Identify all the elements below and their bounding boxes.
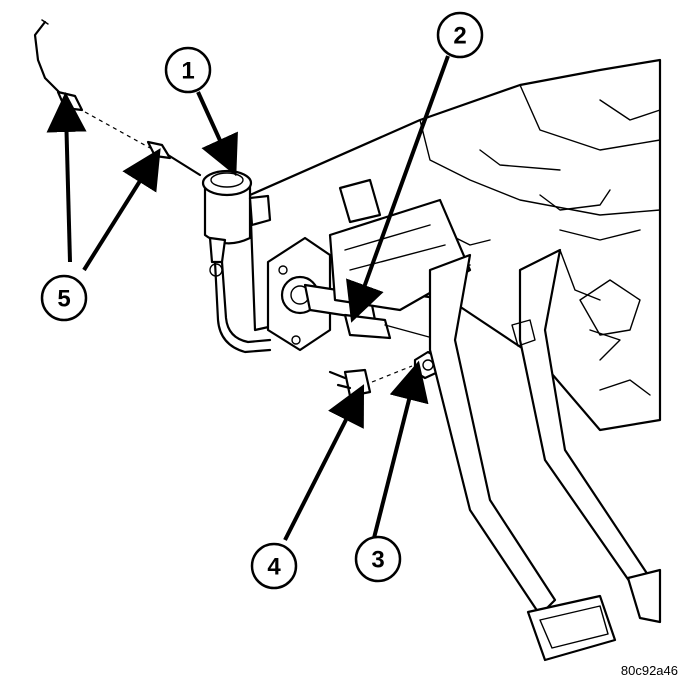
fluid-reservoir [201, 169, 272, 354]
pedal-position-switch-wiring [33, 19, 202, 177]
callout-5: 5 [40, 274, 88, 322]
callout-4: 4 [250, 542, 298, 590]
callout-1-number: 1 [181, 58, 194, 85]
leader-lines [46, 55, 450, 541]
callout-2: 2 [436, 11, 484, 59]
callout-1: 1 [164, 46, 212, 94]
callout-3: 3 [354, 535, 402, 583]
brake-pedal [511, 248, 662, 624]
callout-3-number: 3 [371, 547, 384, 574]
callout-4-number: 4 [267, 554, 281, 581]
callout-2-number: 2 [453, 23, 466, 50]
retaining-clip [328, 368, 372, 398]
callout-5-number: 5 [57, 286, 70, 313]
clutch-pedal [428, 253, 617, 662]
figure-code: 80c92a46 [620, 663, 678, 678]
